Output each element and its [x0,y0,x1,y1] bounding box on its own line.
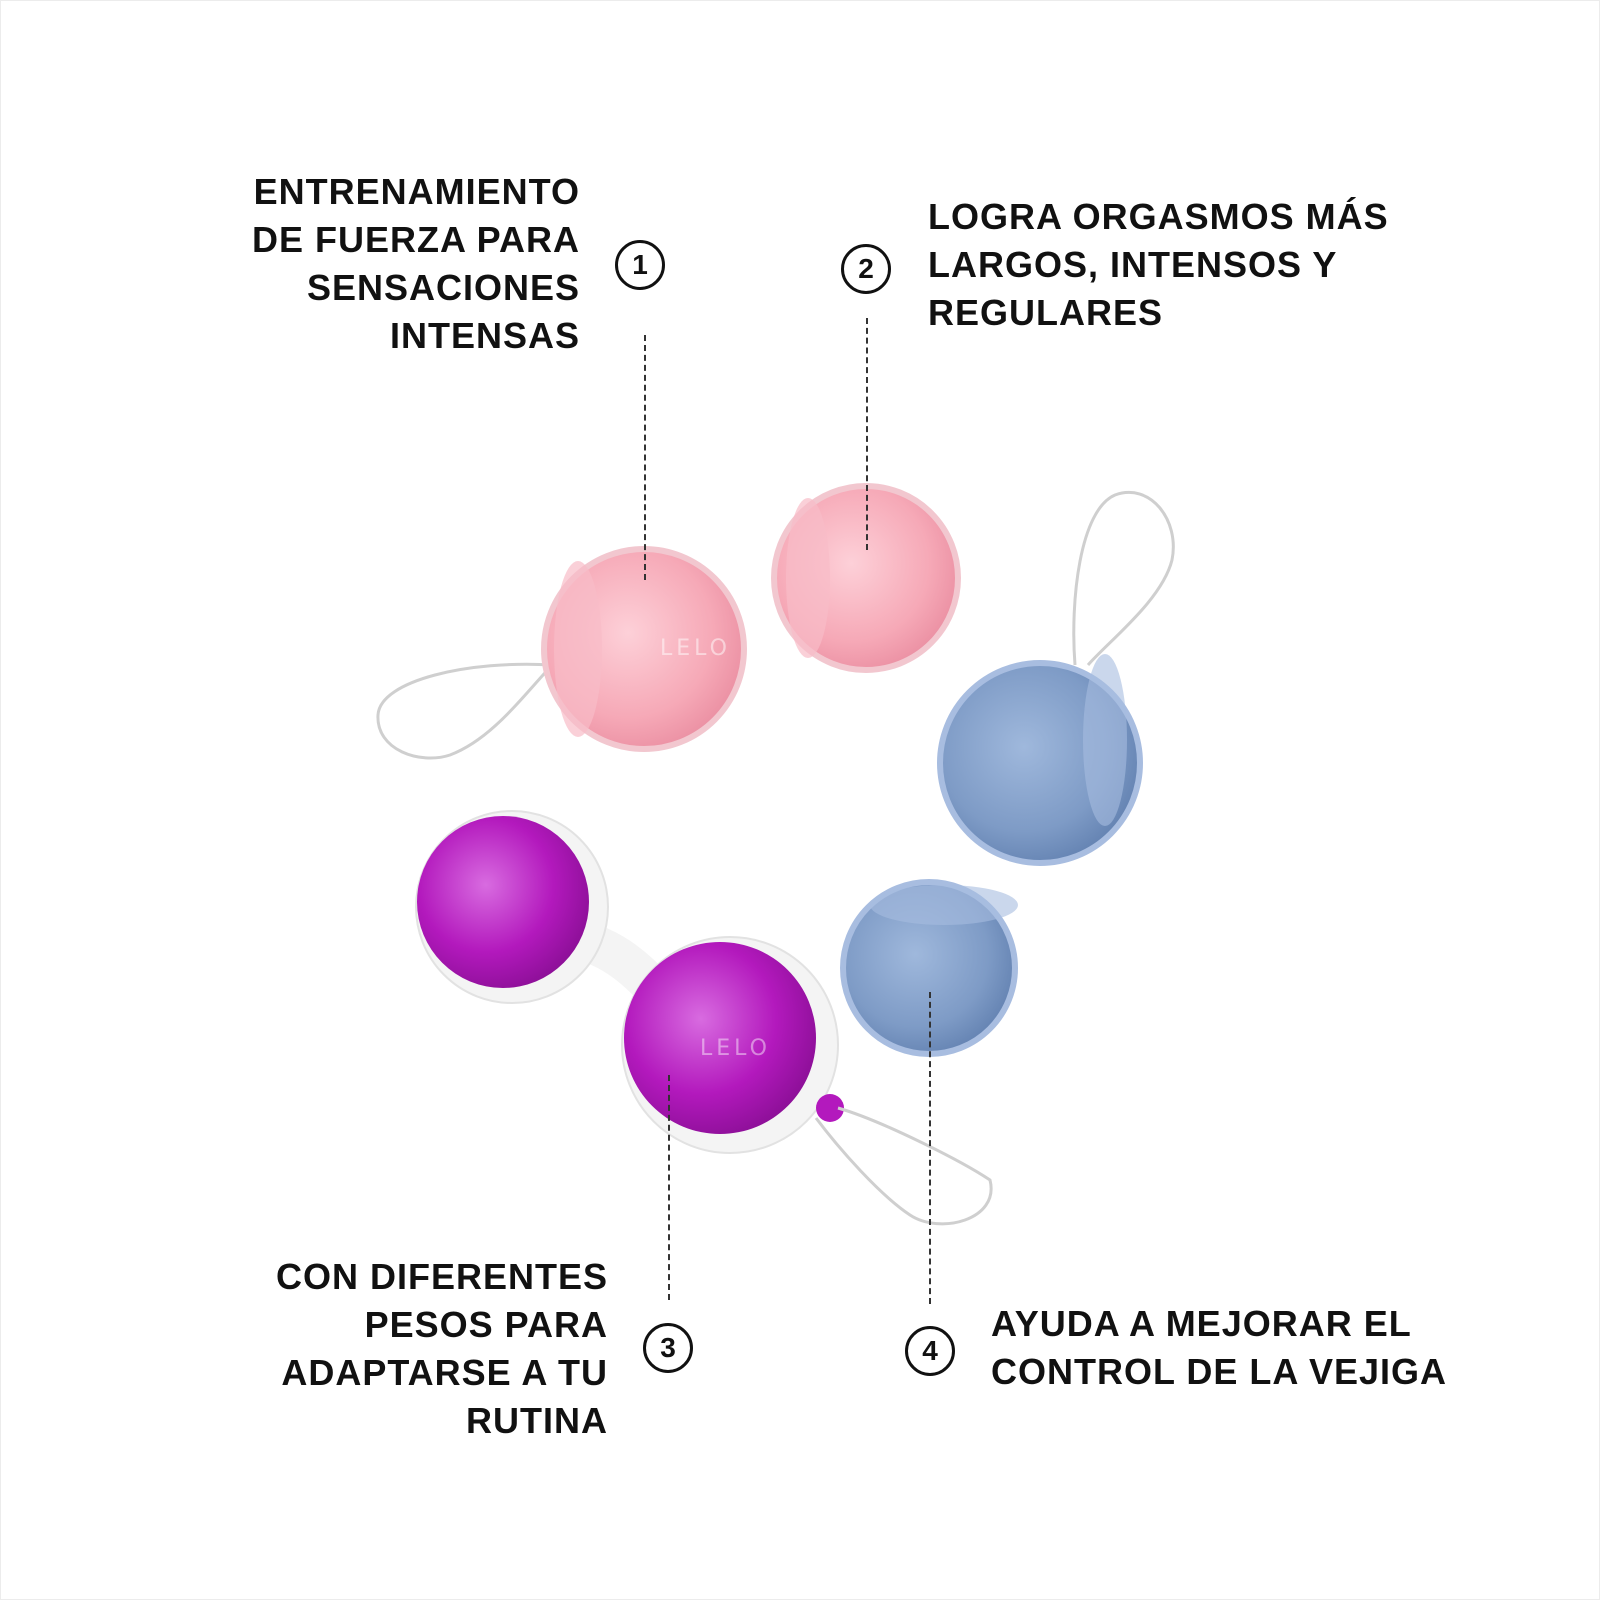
blue-ball [840,879,1018,1057]
leader-line-1 [644,335,646,580]
blue-ball-with-cord [937,491,1175,866]
caption-2: LOGRA ORGASMOS MÁS LARGOS, INTENSOS Y RE… [928,196,1389,333]
leader-line-2 [866,318,868,550]
purple-double-balls: LELO [415,810,993,1226]
caption-4: AYUDA A MEJORAR EL CONTROL DE LA VEJIGA [991,1303,1448,1392]
leader-line-3 [668,1075,670,1300]
brand-mark-purple: LELO [700,1036,771,1061]
number-badge-4: 4 [905,1326,955,1376]
caption-3: CON DIFERENTES PESOS PARA ADAPTARSE A TU… [275,1256,608,1441]
leader-line-4 [929,992,931,1304]
brand-mark-pink: LELO [660,636,731,661]
number-badge-3: 3 [643,1323,693,1373]
caption-1: ENTRENAMIENTO DE FUERZA PARA SENSACIONES… [252,171,580,356]
number-badge-1: 1 [615,240,665,290]
pink-ball-with-cord: LELO [376,546,747,760]
number-badge-2: 2 [841,244,891,294]
